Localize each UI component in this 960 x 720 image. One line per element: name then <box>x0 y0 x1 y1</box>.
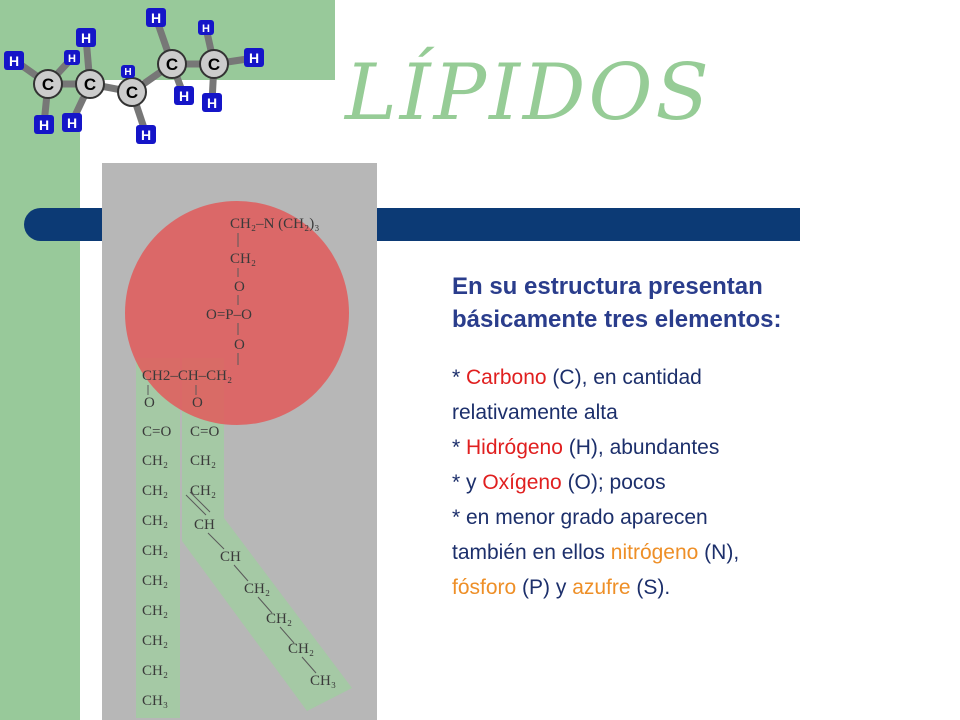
list-item-minor: * en menor grado aparecen <box>452 506 708 529</box>
item-text: (N), <box>698 541 740 564</box>
bullet-text: * y <box>452 471 483 494</box>
chain1-atom: CH₂ <box>142 543 168 559</box>
chain1-atom: CH₃ <box>142 693 168 709</box>
hydrocarbon-molecule-image: C C C C C H H H H H H H H H H H H <box>4 8 264 144</box>
hydrogen-label: H <box>67 115 77 131</box>
head-ch2-label: CH₂ <box>230 251 256 267</box>
chain2-atom: CH₃ <box>310 673 336 689</box>
slide-title: LÍPIDOS <box>345 48 712 138</box>
carbon-label: C <box>208 55 220 74</box>
list-item-oxygen: * y Oxígeno (O); pocos <box>452 465 872 500</box>
list-item-phosphorus-sulfur: fósforo (P) y azufre (S). <box>452 570 872 605</box>
list-item-hydrogen: * Hidrógeno (H), abundantes <box>452 430 872 465</box>
fatty-acid-chain-1-highlight <box>136 358 180 718</box>
hydrogen-label: H <box>68 53 76 65</box>
chain1-atom: CH₂ <box>142 453 168 469</box>
chain1-atom: CH₂ <box>142 663 168 679</box>
chain1-atom: O <box>144 395 155 411</box>
item-text: (O); pocos <box>561 471 666 494</box>
chain2-atom: C=O <box>190 424 219 440</box>
bullet-text: * <box>452 436 467 459</box>
content-heading: En su estructura presentan básicamente t… <box>452 273 782 333</box>
hydrogen-label: H <box>39 117 49 133</box>
chain1-atom: C=O <box>142 424 171 440</box>
chain1-atom: CH₂ <box>142 513 168 529</box>
list-item-nitrogen: también en ellos nitrógeno (N), <box>452 535 872 570</box>
chain2-atom: O <box>192 395 203 411</box>
chain1-atom: CH₂ <box>142 633 168 649</box>
list-item-carbon-cont: relativamente alta <box>452 401 618 424</box>
head-choline-label: CH₂–N (CH₂)₃ <box>230 216 319 232</box>
carbon-label: C <box>126 83 138 102</box>
oxygen-highlight: Oxígeno <box>482 471 562 494</box>
chain1-atom: CH₂ <box>142 573 168 589</box>
carbon-atoms: C C C C C <box>33 49 229 107</box>
chain1-atom: CH₂ <box>142 603 168 619</box>
hydrogen-label: H <box>151 10 161 26</box>
sulfur-highlight: azufre <box>572 576 631 599</box>
item-text: también en ellos <box>452 541 611 564</box>
bond-lines <box>147 233 317 674</box>
hydrogen-label: H <box>81 30 91 46</box>
carbon-label: C <box>84 75 96 94</box>
hydrogen-label: H <box>141 127 151 143</box>
chain2-atom: CH <box>194 517 215 533</box>
head-phosphate-label: O=P–O <box>206 307 252 323</box>
hydrogen-label: H <box>179 88 189 104</box>
chain2-atom: CH₂ <box>288 641 314 657</box>
hydrogen-label: H <box>9 53 19 69</box>
item-text: (C), en cantidad <box>546 366 702 389</box>
chain1-atom: CH₂ <box>142 483 168 499</box>
item-text: (P) y <box>516 576 573 599</box>
carbon-label: C <box>166 55 178 74</box>
element-list: * Carbono (C), en cantidad relativamente… <box>452 360 872 605</box>
head-oxygen-label: O <box>234 337 245 353</box>
content-block: En su estructura presentan básicamente t… <box>452 270 872 605</box>
list-item-carbon: * Carbono (C), en cantidad <box>452 360 872 395</box>
chain2-atom: CH₂ <box>190 483 216 499</box>
phospholipid-diagram: CH₂–N (CH₂)₃ CH₂ O O=P–O O CH2–CH–CH₂ O … <box>125 201 352 718</box>
hydrogen-label: H <box>202 23 210 35</box>
phosphorus-highlight: fósforo <box>452 576 517 599</box>
chain2-atom: CH₂ <box>244 581 270 597</box>
hydrogen-highlight: Hidrógeno <box>466 436 563 459</box>
hydrogen-atoms: H H H H H H H H H H H H <box>4 8 264 144</box>
chain2-atom: CH <box>220 549 241 565</box>
bullet-text: * <box>452 366 467 389</box>
item-text: (S). <box>630 576 671 599</box>
item-text: (H), abundantes <box>562 436 720 459</box>
phospholipid-structure-figure: CH₂–N (CH₂)₃ CH₂ O O=P–O O CH2–CH–CH₂ O … <box>102 163 377 720</box>
hydrogen-label: H <box>249 50 259 66</box>
chain2-atom: CH₂ <box>266 611 292 627</box>
hydrogen-label: H <box>124 67 131 78</box>
head-oxygen-label: O <box>234 279 245 295</box>
carbon-label: C <box>42 75 54 94</box>
hydrogen-label: H <box>207 95 217 111</box>
glycerol-label: CH2–CH–CH₂ <box>142 368 232 384</box>
carbon-highlight: Carbono <box>466 366 547 389</box>
chain2-atom: CH₂ <box>190 453 216 469</box>
polar-head-circle <box>125 201 349 425</box>
nitrogen-highlight: nitrógeno <box>610 541 699 564</box>
